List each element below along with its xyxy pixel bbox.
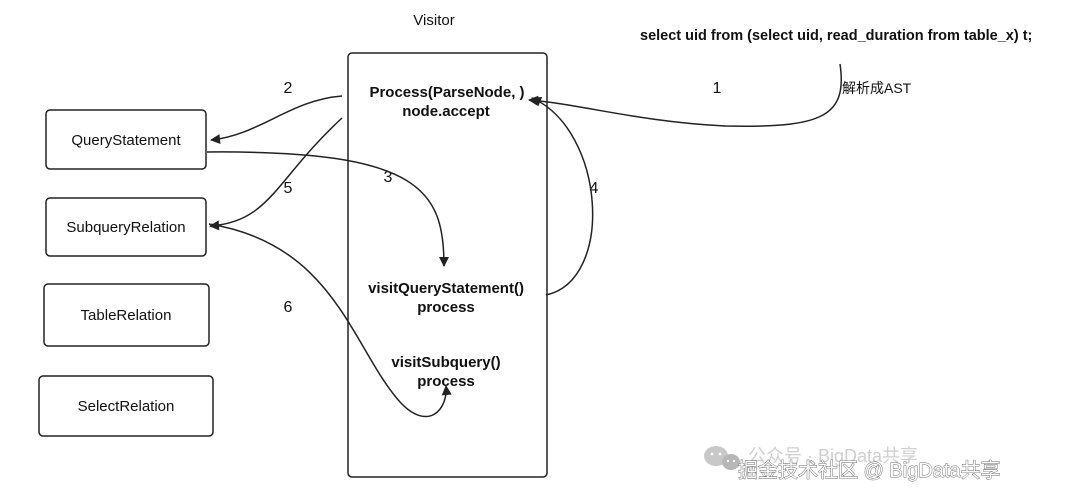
watermark-top-text: 公众号 · BigData共享 (748, 446, 918, 466)
select-relation-node: SelectRelation (38, 375, 214, 437)
edge-query-statement-to-visit-query (206, 151, 449, 267)
table-relation-node: TableRelation (43, 283, 210, 347)
edge-process-to-subquery-relation (209, 117, 343, 231)
edge-visit-query-back-to-process (531, 97, 594, 296)
parse-to-ast-label: 解析成AST (842, 80, 912, 96)
subquery-relation-label: SubqueryRelation (66, 219, 185, 236)
table-relation-label: TableRelation (81, 307, 172, 324)
edge-parse-to-process (528, 63, 842, 127)
watermark: 公众号 · BigData共享 掘金技术社区 @ BigData共享 (704, 446, 1001, 482)
step-label-4: 4 (590, 180, 599, 197)
node-accept-label: node.accept (402, 103, 490, 120)
process-method-label: Process(ParseNode, ) (369, 84, 524, 101)
visitor-title: Visitor (413, 12, 454, 29)
wechat-icon (704, 446, 740, 470)
step-label-6: 6 (284, 299, 293, 316)
sql-query-text: select uid from (select uid, read_durati… (640, 28, 1032, 44)
visit-subquery-process-label: process (417, 373, 475, 390)
step-label-3: 3 (384, 169, 393, 186)
step-label-1: 1 (713, 80, 722, 97)
subquery-relation-node: SubqueryRelation (45, 197, 207, 257)
visit-subquery-label: visitSubquery() (391, 354, 500, 371)
visit-query-statement-process-label: process (417, 299, 475, 316)
select-relation-label: SelectRelation (78, 398, 175, 415)
query-statement-label: QueryStatement (71, 132, 181, 149)
step-label-5: 5 (284, 180, 293, 197)
visit-query-statement-label: visitQueryStatement() (368, 280, 524, 297)
edge-subquery-relation-to-visit-subquery (208, 223, 452, 418)
edge-process-to-query-statement (210, 95, 343, 145)
query-statement-node: QueryStatement (45, 109, 207, 170)
watermark-bottom-text: 掘金技术社区 @ BigData共享 (738, 459, 1001, 482)
step-label-2: 2 (284, 80, 293, 97)
